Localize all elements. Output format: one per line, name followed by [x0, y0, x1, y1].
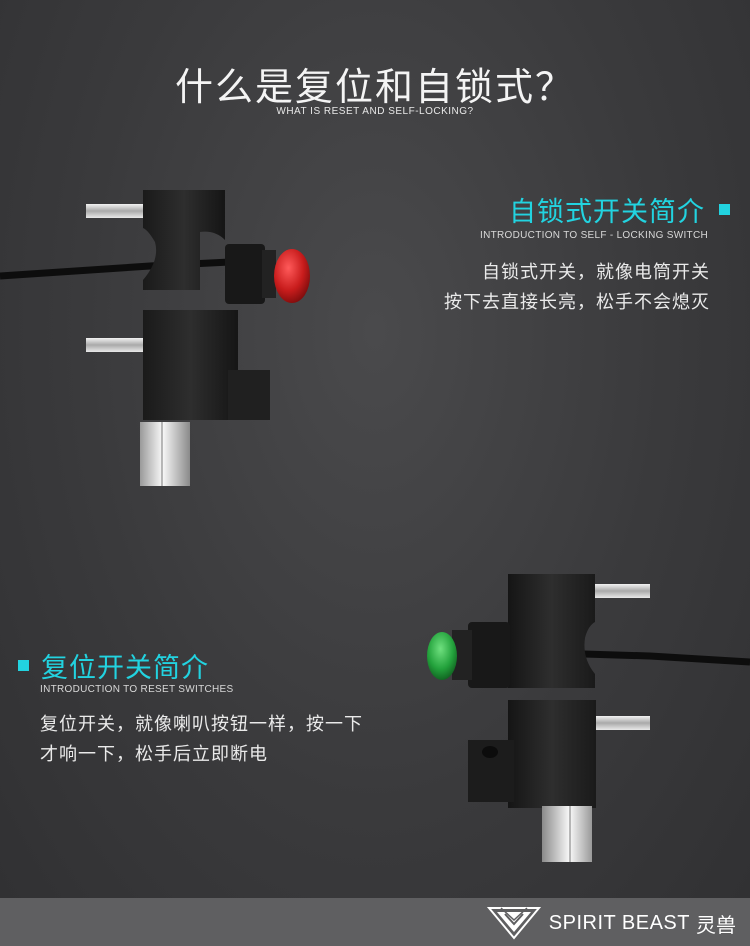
reset-line-2: 才响一下，松手后立即断电 [40, 744, 268, 765]
self-locking-heading: 自锁式开关简介 [509, 190, 730, 229]
self-locking-subtitle: INTRODUCTION TO SELF - LOCKING SWITCH [480, 230, 708, 241]
reset-subtitle: INTRODUCTION TO RESET SWITCHES [40, 684, 234, 695]
self-locking-line-1: 自锁式开关，就像电筒开关 [482, 262, 710, 283]
page-subtitle: WHAT IS RESET AND SELF-LOCKING? [276, 106, 474, 117]
beast-logo-icon [486, 907, 541, 940]
reset-title: 复位开关简介 [41, 653, 209, 684]
reset-line-1: 复位开关，就像喇叭按钮一样，按一下 [40, 714, 363, 735]
brand-name: SPIRIT BEAST [548, 911, 690, 934]
brand-name-cn: 灵兽 [696, 912, 736, 937]
square-icon [719, 204, 730, 215]
brand-logo: SPIRIT BEAST 灵兽 [486, 906, 736, 940]
reset-heading: 复位开关简介 [18, 646, 209, 685]
self-locking-line-2: 按下去直接长亮，松手不会熄灭 [444, 292, 710, 313]
self-locking-title: 自锁式开关简介 [509, 197, 705, 228]
footer-bar [0, 898, 750, 946]
reset-switch-image [427, 574, 750, 862]
square-icon [18, 660, 29, 671]
self-locking-switch-image [0, 190, 310, 486]
page-title: 什么是复位和自锁式？ [174, 65, 575, 109]
